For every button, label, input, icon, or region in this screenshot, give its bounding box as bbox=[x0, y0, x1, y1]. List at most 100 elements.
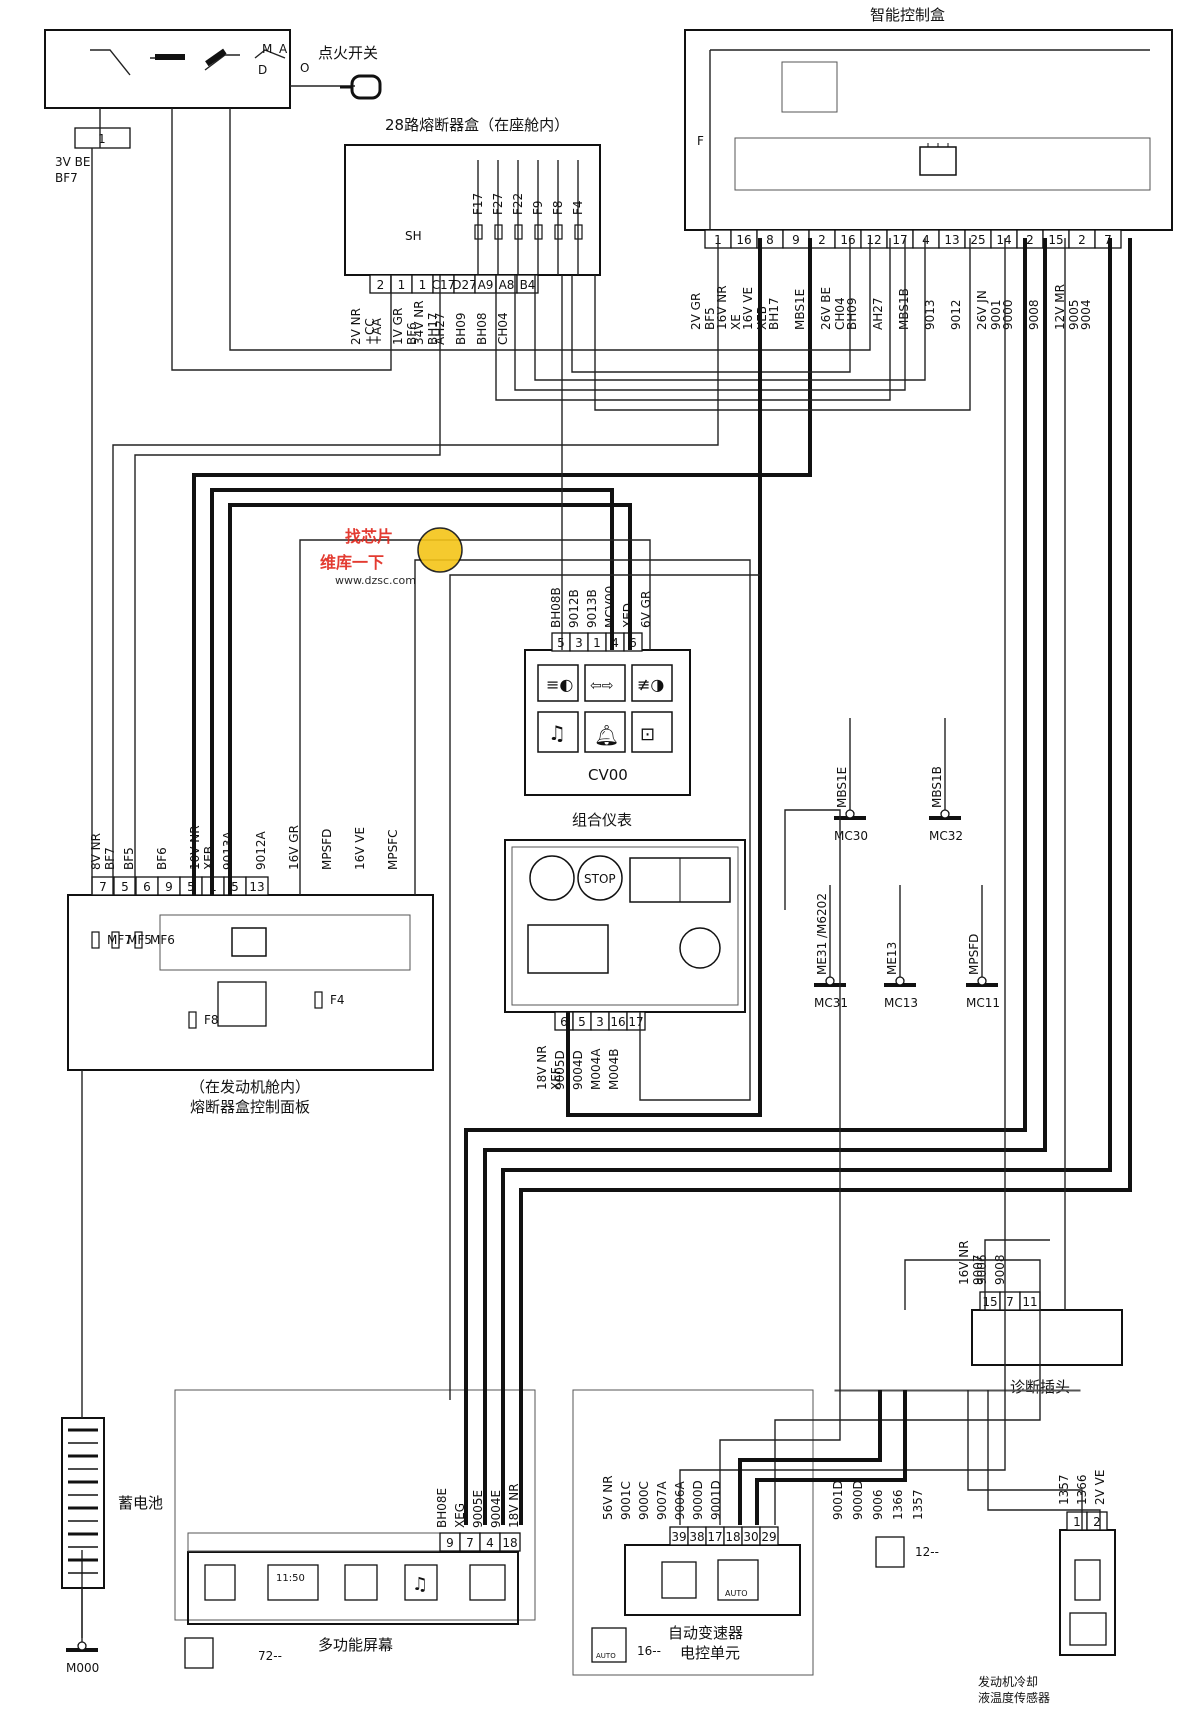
mfd-pin: 18 bbox=[502, 1536, 517, 1550]
smart-box-wire-label: MBS1B bbox=[897, 288, 911, 330]
right-wire-wire-label: 1366 bbox=[891, 1489, 905, 1520]
engine-panel-wire-label: BF6 bbox=[155, 847, 169, 870]
smart-box-pin: 16 bbox=[840, 233, 855, 247]
smart-box-pin: 14 bbox=[996, 233, 1011, 247]
diag-plug-pin: 11 bbox=[1022, 1295, 1037, 1309]
cabin-fuse-box-pin: C17 bbox=[432, 278, 456, 292]
bracket-icon bbox=[344, 1564, 378, 1601]
smart-box-wire-label: BH17 bbox=[767, 297, 781, 330]
atu-title-1: 自动变速器 bbox=[668, 1624, 743, 1642]
music-note-icon: ♫ bbox=[537, 711, 579, 753]
ground-wire-label: ME31 /M6202 bbox=[815, 893, 829, 975]
ignition-switch-title: 点火开关 bbox=[318, 44, 378, 62]
cv00-wire-label: 9012B bbox=[567, 589, 581, 628]
clock-label: 11:50 bbox=[276, 1573, 305, 1584]
engine-panel-pin-box bbox=[245, 876, 269, 896]
coolant-icon bbox=[1069, 1612, 1107, 1646]
smart-box-wire-label: 26V BE bbox=[819, 287, 833, 330]
smart-box-wire-label: AH27 bbox=[871, 297, 885, 330]
chip-icon bbox=[204, 1564, 236, 1601]
cluster-wire-label: 9005D bbox=[553, 1050, 567, 1090]
cabin-fuse-box-pin: 1 bbox=[419, 278, 427, 292]
engine-panel-wire-label: MPSFD bbox=[320, 829, 334, 870]
smart-box-pin: 9 bbox=[792, 233, 800, 247]
mfd-pin: 9 bbox=[446, 1536, 454, 1550]
cabin-fuse-box-wire-label: +CC bbox=[363, 318, 377, 345]
cabin-fuse-box-pin: A9 bbox=[478, 278, 494, 292]
smart-box-wire-label: BH09 bbox=[845, 297, 859, 330]
engine-fuse-label: MF5 bbox=[127, 933, 152, 947]
cluster-wire-label: M004B bbox=[607, 1049, 621, 1091]
smart-box-wire-label: XE bbox=[729, 314, 743, 330]
atu-ref: 16-- bbox=[637, 1644, 661, 1658]
cv00-pin: 3 bbox=[575, 636, 583, 650]
engine-panel-pin: 6 bbox=[143, 880, 151, 894]
sensor-icon bbox=[875, 1536, 905, 1568]
right-wire-wire-label: 9001D bbox=[831, 1480, 845, 1520]
cabin-fuse-box-pin: 1 bbox=[398, 278, 406, 292]
cabin-fuse-box-pin: A8 bbox=[499, 278, 515, 292]
ignition-switch: 点火开关 M A D O 1 3V BE BF7 bbox=[44, 29, 382, 185]
gearbox-icon: AUTO bbox=[717, 1559, 759, 1601]
smart-box-pin: 2 bbox=[1026, 233, 1034, 247]
smart-box-pin: 16 bbox=[736, 233, 751, 247]
cluster-wire-label: M004A bbox=[589, 1048, 603, 1090]
battery: 蓄电池 bbox=[61, 1417, 163, 1589]
chip-icon bbox=[919, 143, 957, 176]
smart-box-pin: 13 bbox=[944, 233, 959, 247]
svg-text:♫: ♫ bbox=[412, 1574, 428, 1595]
cabin-fuse-box-wire-label: 2V NR bbox=[349, 308, 363, 345]
mfd-pin: 7 bbox=[466, 1536, 474, 1550]
temp-sensor-title-1: 发动机冷却 bbox=[978, 1674, 1038, 1689]
mfd-ref: 72-- bbox=[258, 1649, 282, 1663]
cabin-fuse-box-wire-label: CH04 bbox=[496, 312, 510, 345]
temp-sensor-wire-label: 2V VE bbox=[1093, 1470, 1107, 1505]
smart-box-pin: 4 bbox=[922, 233, 930, 247]
atu-wire-label: 9000C bbox=[637, 1481, 651, 1520]
cabin-fuse-box-wire-label: BH09 bbox=[454, 312, 468, 345]
svg-text:♫: ♫ bbox=[548, 721, 566, 745]
temp-sensor-pin: 2 bbox=[1093, 1515, 1101, 1529]
atu-title-2: 电控单元 bbox=[680, 1644, 740, 1662]
watermark-url: www.dzsc.com bbox=[335, 574, 416, 587]
headlamp-icon: ≡◐ bbox=[537, 664, 579, 702]
watermark-line2: 维库一下 bbox=[320, 553, 384, 572]
cv00-title: CV00 bbox=[588, 766, 628, 784]
smart-box-wire-label: 2V GR bbox=[689, 293, 703, 330]
smart-box-pin: 2 bbox=[1078, 233, 1086, 247]
cabin-fuse-box-wire-label: BH08 bbox=[475, 312, 489, 345]
engine-panel-wire-label: 8V NR bbox=[89, 833, 103, 870]
engine-fuse-label: F4 bbox=[330, 993, 345, 1007]
contact-d: D bbox=[258, 63, 267, 77]
cabin-fuse-label: F4 bbox=[571, 200, 585, 215]
mfd-title: 多功能屏幕 bbox=[318, 1636, 393, 1654]
smart-box-wire-label: 9000 bbox=[1001, 299, 1015, 330]
cluster-pin: 6 bbox=[560, 1015, 568, 1029]
svg-text:🔔︎: 🔔︎ bbox=[594, 723, 619, 747]
atu-wire-label: 9000D bbox=[691, 1480, 705, 1520]
smart-box-wire-label: 9001 bbox=[989, 299, 1003, 330]
cv00-wire-label: 6V GR bbox=[639, 591, 653, 628]
cluster-title: 组合仪表 bbox=[572, 811, 632, 829]
smart-box-wire-label: 9012 bbox=[949, 299, 963, 330]
atu-pin: 17 bbox=[707, 1530, 722, 1544]
svg-text:⊡: ⊡ bbox=[640, 724, 655, 745]
atu-wire-label: 9001C bbox=[619, 1481, 633, 1520]
smart-box-title: 智能控制盒 bbox=[870, 6, 945, 24]
cluster-ecu-icon bbox=[527, 924, 609, 974]
ground-wire-label: MBS1B bbox=[930, 766, 944, 808]
cv00-pin: 4 bbox=[611, 636, 619, 650]
thermistor-icon bbox=[1074, 1559, 1101, 1601]
engine-fuse-icon bbox=[134, 931, 143, 949]
engine-fuse-icon bbox=[188, 1011, 197, 1029]
engine-panel-wire-label: BF7 bbox=[103, 847, 117, 870]
mfd-wire-label: XEG bbox=[453, 1503, 467, 1528]
engine-panel-wire-label: BF5 bbox=[122, 847, 136, 870]
engine-panel-title-1: （在发动机舱内） bbox=[190, 1078, 310, 1096]
engine-panel-pin: 13 bbox=[249, 880, 264, 894]
smart-box-wire-label: MBS1E bbox=[793, 289, 807, 330]
diag-plug-wire-label: 9007 bbox=[971, 1254, 985, 1285]
